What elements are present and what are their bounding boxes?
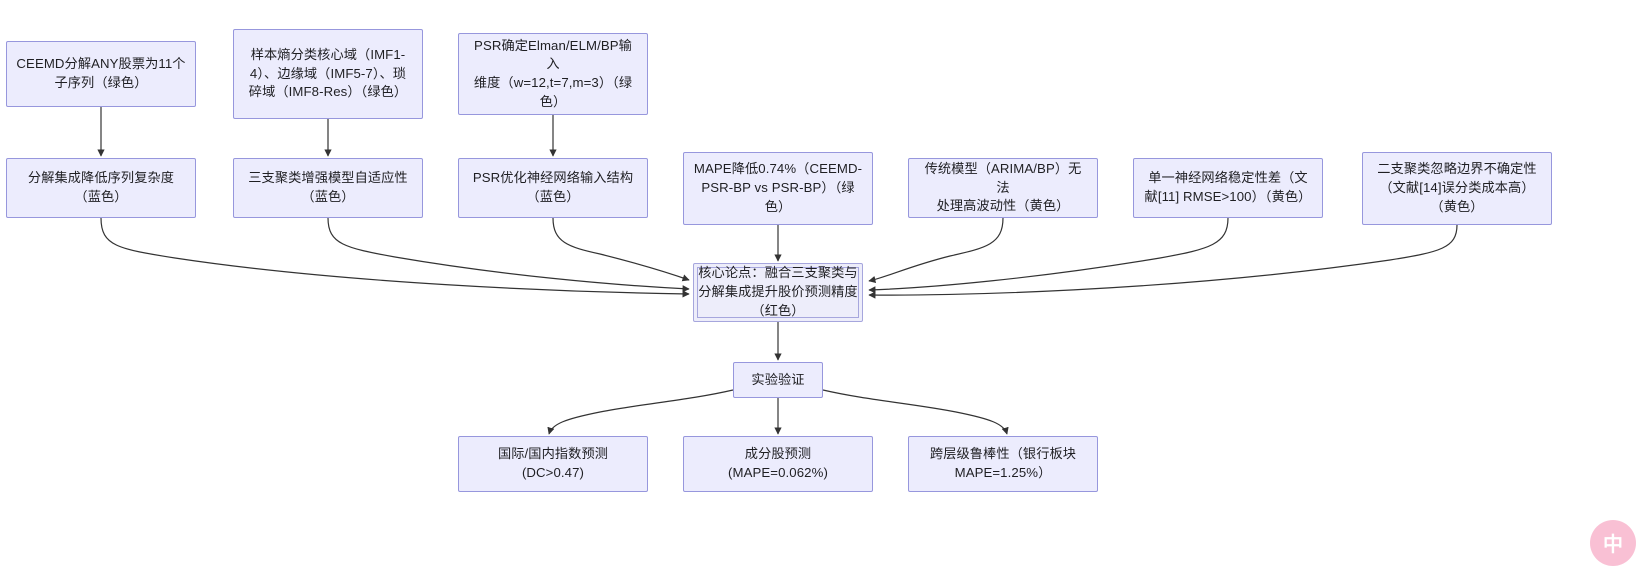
edge-exp-r3 (822, 389, 1009, 435)
node-result-constituent-stock[interactable]: 成分股预测 (MAPE=0.062%) (683, 436, 873, 492)
node-label: PSR确定Elman/ELM/BP输入 维度（w=12,t=7,m=3）（绿 色… (473, 37, 633, 109)
node-result-cross-level-robustness[interactable]: 跨层级鲁棒性（银行板块 MAPE=1.25%） (908, 436, 1098, 492)
node-two-way-clustering-boundary[interactable]: 二支聚类忽略边界不确定性 （文献[14]误分类成本高） （黄色） (1362, 152, 1552, 225)
node-core-thesis[interactable]: 核心论点：融合三支聚类与 分解集成提升股价预测精度 （红色） (693, 263, 863, 322)
node-label: 跨层级鲁棒性（银行板块 MAPE=1.25%） (929, 446, 1077, 480)
watermark-logo: 中 (1590, 520, 1636, 566)
node-label: 样本熵分类核心域（IMF1- 4）、边缘域（IMF5-7）、琐 碎域（IMF8-… (248, 46, 408, 100)
node-label: 国际/国内指数预测 (DC>0.47) (497, 446, 609, 480)
edge-n6-core (552, 217, 690, 282)
edge-n10-core (868, 224, 1458, 299)
node-three-way-clustering-adaptive[interactable]: 三支聚类增强模型自适应性 （蓝色） (233, 158, 423, 218)
edge-n8-core (868, 217, 1004, 283)
node-traditional-model-limit[interactable]: 传统模型（ARIMA/BP）无法 处理高波动性（黄色） (908, 158, 1098, 218)
node-result-index-forecast[interactable]: 国际/国内指数预测 (DC>0.47) (458, 436, 648, 492)
core-inner-frame: 核心论点：融合三支聚类与 分解集成提升股价预测精度 （红色） (697, 265, 859, 318)
node-label: 实验验证 (751, 371, 805, 387)
watermark-glyph: 中 (1603, 533, 1623, 556)
node-ceemd-decompose[interactable]: CEEMD分解ANY股票为11个 子序列（绿色） (6, 41, 196, 107)
node-single-nn-instability[interactable]: 单一神经网络稳定性差（文 献[11] RMSE>100）（黄色） (1133, 158, 1323, 218)
node-label: MAPE降低0.74%（CEEMD- PSR-BP vs PSR-BP）（绿 色… (693, 161, 863, 214)
node-label: 三支聚类增强模型自适应性 （蓝色） (248, 170, 408, 204)
node-label: 成分股预测 (MAPE=0.062%) (728, 446, 828, 480)
edge-n5-core (327, 217, 690, 293)
edge-n9-core (868, 217, 1229, 294)
node-label: 核心论点：融合三支聚类与 分解集成提升股价预测精度 （红色） (698, 265, 858, 318)
node-label: 二支聚类忽略边界不确定性 （文献[14]误分类成本高） （黄色） (1377, 161, 1537, 214)
node-reduce-complexity[interactable]: 分解集成降低序列复杂度 （蓝色） (6, 158, 196, 218)
node-psr-input-dimension[interactable]: PSR确定Elman/ELM/BP输入 维度（w=12,t=7,m=3）（绿 色… (458, 33, 648, 115)
edge-exp-r1 (547, 389, 734, 435)
node-experiment-validation[interactable]: 实验验证 (733, 362, 823, 398)
node-label: 单一神经网络稳定性差（文 献[11] RMSE>100）（黄色） (1144, 170, 1312, 204)
node-label: 传统模型（ARIMA/BP）无法 处理高波动性（黄色） (924, 160, 1082, 214)
node-mape-reduction[interactable]: MAPE降低0.74%（CEEMD- PSR-BP vs PSR-BP）（绿 色… (683, 152, 873, 225)
node-label: CEEMD分解ANY股票为11个 子序列（绿色） (16, 56, 186, 90)
node-label: 分解集成降低序列复杂度 （蓝色） (27, 170, 175, 204)
node-label: PSR优化神经网络输入结构 （蓝色） (472, 170, 634, 204)
node-psr-optimize-structure[interactable]: PSR优化神经网络输入结构 （蓝色） (458, 158, 648, 218)
node-sample-entropy-classify[interactable]: 样本熵分类核心域（IMF1- 4）、边缘域（IMF5-7）、琐 碎域（IMF8-… (233, 29, 423, 119)
edge-n4-core (100, 217, 690, 298)
